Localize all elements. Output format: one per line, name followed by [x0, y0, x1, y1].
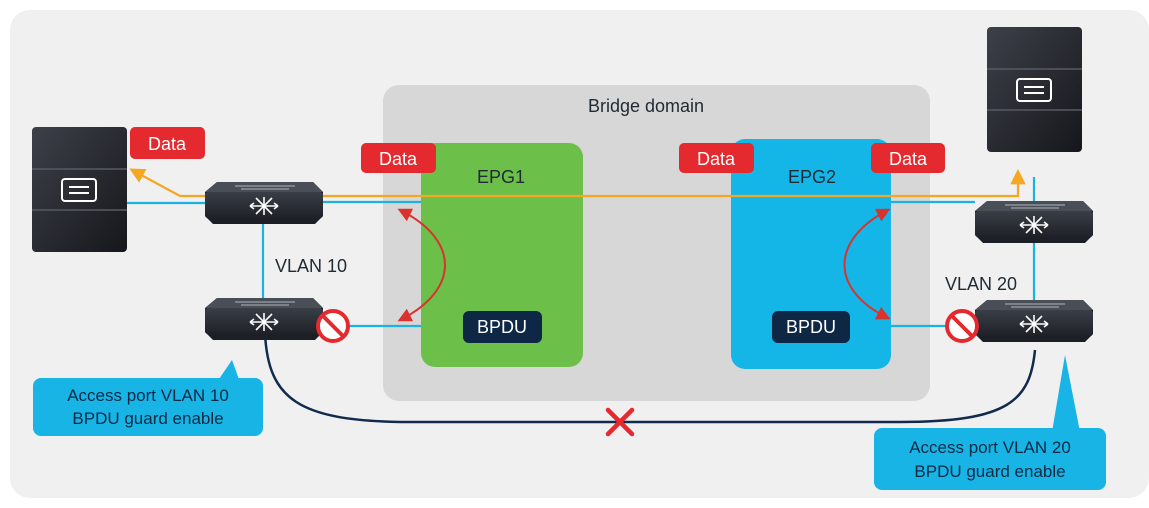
server-icon: [986, 26, 1083, 153]
data-badge: [361, 143, 436, 173]
data-badge-label: Data: [697, 149, 736, 169]
callout-right: Access port VLAN 20 BPDU guard enable: [874, 355, 1106, 490]
callout-left-line2: BPDU guard enable: [72, 409, 223, 428]
data-badge: [871, 143, 945, 173]
x-mark-icon: [605, 407, 635, 437]
vlan-20-label: VLAN 20: [945, 274, 1017, 294]
link-lines: [125, 177, 1036, 328]
bridge-domain-label: Bridge domain: [588, 96, 704, 116]
server-icon: [31, 126, 128, 253]
blocked-icon: [316, 309, 350, 343]
bpdu-badge: [772, 311, 850, 343]
data-badge-label: Data: [379, 149, 418, 169]
callout-right-line1: Access port VLAN 20: [909, 438, 1071, 457]
epg1-label: EPG1: [477, 167, 525, 187]
callout-left: Access port VLAN 10 BPDU guard enable: [33, 360, 263, 436]
bpdu-badge: [463, 311, 542, 343]
switch-icon: [974, 200, 1094, 244]
loop-cable: [263, 332, 1037, 424]
switch-icon: [204, 181, 324, 225]
data-badge-label: Data: [148, 134, 187, 154]
bpdu-badge-label: BPDU: [786, 317, 836, 337]
callout-left-line1: Access port VLAN 10: [67, 386, 229, 405]
epg1-box: [421, 143, 583, 367]
bpdu-arrow-right: [843, 208, 891, 320]
switch-icon: [204, 297, 324, 341]
switch-icon: [974, 299, 1094, 343]
bpdu-badge-label: BPDU: [477, 317, 527, 337]
blocked-icon: [945, 309, 979, 343]
epg2-label: EPG2: [788, 167, 836, 187]
data-badge-label: Data: [889, 149, 928, 169]
vlan-10-label: VLAN 10: [275, 256, 347, 276]
data-badge: [679, 143, 754, 173]
data-badge: [130, 127, 205, 159]
data-traffic-path: [129, 168, 1026, 198]
callout-right-line2: BPDU guard enable: [914, 462, 1065, 481]
bpdu-arrow-left: [397, 208, 446, 322]
